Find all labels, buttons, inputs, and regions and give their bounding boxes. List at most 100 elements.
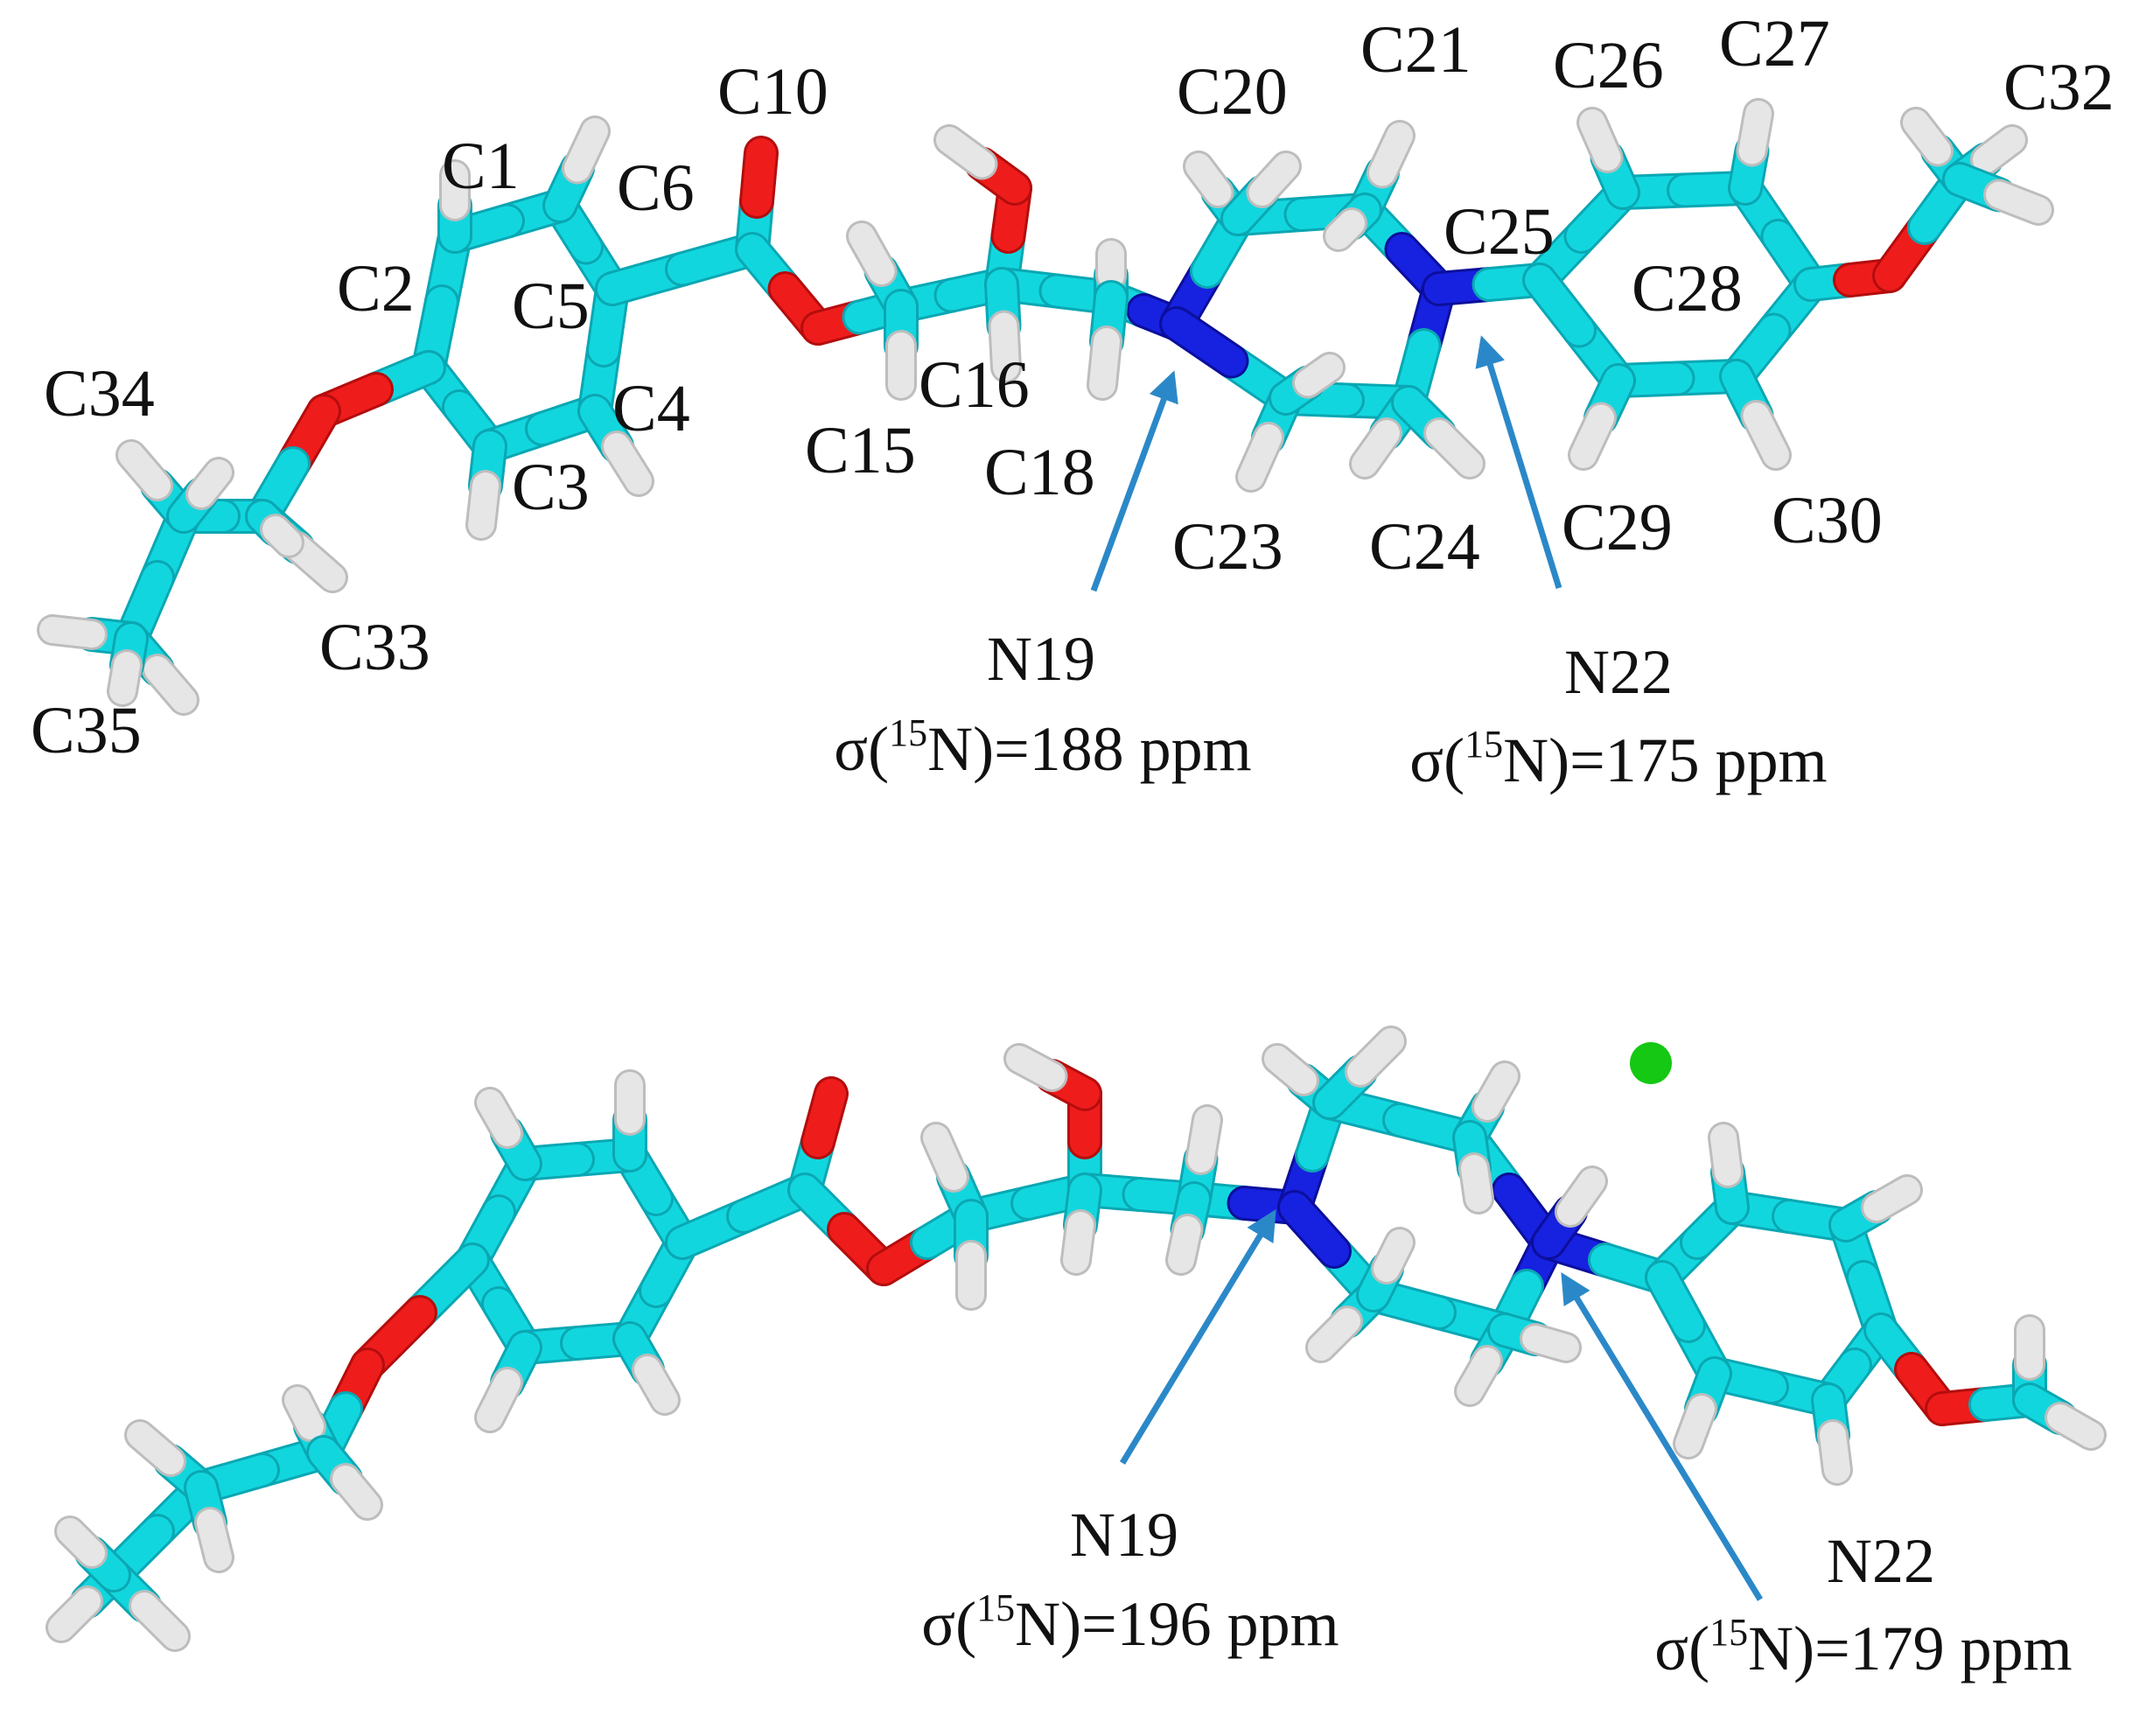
top-bond-c30-h30-b: [1743, 402, 1789, 468]
top-bond-c4-h4-b: [604, 433, 652, 494]
top-bond-c6-h6-b: [564, 118, 608, 182]
bottom-bond-b4-bh4-b: [634, 1356, 678, 1413]
bottom-bond-bn22-bhN-b: [1557, 1168, 1605, 1225]
atom-label-c2: C2: [337, 252, 415, 326]
callout-n19-top-shift: σ(15N)=188 ppm: [834, 711, 1251, 784]
atom-label-c26: C26: [1553, 29, 1664, 102]
callout-n22-bottom-shift: σ(15N)=179 ppm: [1654, 1611, 2072, 1684]
bottom-bond-b18-bh18a-b: [1187, 1107, 1220, 1172]
top-bond-c20-h20b-b: [1248, 153, 1299, 206]
bottom-bond-b29-bh29-b: [1675, 1396, 1715, 1457]
bottom-bond-b26-bh26-b: [1710, 1124, 1741, 1186]
bottom-bond-b24-bh24a-b: [1457, 1348, 1500, 1404]
bottom-molecule-panel: N19 σ(15N)=196 ppm N22 σ(15N)=179 ppm: [45, 1026, 2107, 1684]
top-bond-c21-h21b-b: [1325, 210, 1365, 249]
atom-label-c20: C20: [1177, 55, 1288, 129]
top-bond-c18-h18b-b: [1089, 328, 1120, 398]
bottom-bond-b23-bh23b-b: [1374, 1229, 1413, 1282]
bottom-shielding-callouts: N19 σ(15N)=196 ppm N22 σ(15N)=179 ppm: [921, 1209, 2073, 1684]
callout-n22-top-shift: σ(15N)=175 ppm: [1409, 723, 1827, 795]
top-bond-c34-h34b-b: [188, 459, 232, 508]
atom-label-c34: C34: [44, 357, 155, 430]
bottom-bond-b35-bh35a-b: [48, 1588, 101, 1641]
top-bond-c20-h20a-b: [1185, 153, 1232, 206]
callout-n19-bottom-name: N19: [1070, 1500, 1178, 1570]
top-bond-c29-c25-b: [1525, 265, 1594, 346]
top-bond-c23-h23b-b: [1295, 354, 1343, 396]
atom-label-c18: C18: [984, 436, 1095, 509]
atom-label-c21: C21: [1360, 13, 1471, 87]
top-bond-c32-h32b-b: [1973, 127, 2025, 173]
callout-n19-bottom-shift: σ(15N)=196 ppm: [921, 1586, 1339, 1659]
bottom-bond-b1-bh1-b: [477, 1089, 521, 1146]
top-bond-c26-h26-b: [1579, 109, 1621, 171]
bottom-bond-b34-bh34b-b: [197, 1509, 232, 1571]
bottom-bond-b33-bh33b-b: [332, 1466, 381, 1518]
top-bond-c35-h35c-b: [109, 652, 140, 704]
top-bond-c35-h35a-b: [39, 617, 105, 648]
atom-label-c3: C3: [512, 451, 590, 524]
top-molecule-bonds: [37, 98, 2054, 716]
bottom-bond-b21-bh21b-b: [1461, 1155, 1492, 1212]
top-bond-c15-h15a-b: [849, 223, 895, 284]
top-bond-c23-h23a-b: [1238, 424, 1282, 490]
arrow-n22-bottom: [1561, 1272, 1763, 1601]
bottom-bond-b10-bo10-b: [803, 1079, 846, 1157]
atom-label-c5: C5: [512, 270, 590, 343]
top-bond-c23-n19-b: [1162, 309, 1247, 376]
arrow-n19-bottom: [1120, 1209, 1276, 1465]
atom-label-c6: C6: [617, 151, 695, 225]
callout-n19-top-name: N19: [987, 624, 1095, 694]
arrow-n22-top: [1475, 335, 1562, 590]
bottom-bond-b27-bh27-b: [1863, 1177, 1920, 1221]
atom-label-c23: C23: [1172, 510, 1283, 584]
top-bond-c34-h34a-b: [118, 442, 171, 499]
bottom-bond-b23-bn19-b: [1280, 1193, 1349, 1266]
bottom-bond-b21-bh21a-b: [1474, 1063, 1518, 1120]
callout-n22-top-name: N22: [1564, 637, 1673, 707]
atom-label-c30: C30: [1772, 484, 1883, 557]
atom-label-c25: C25: [1443, 195, 1555, 269]
atom-label-c32: C32: [2003, 51, 2115, 124]
bottom-bond-b33-bh33a-b: [284, 1387, 324, 1439]
bottom-bond-b20-bh20a-b: [1264, 1046, 1317, 1094]
top-bond-c32-h32a-b: [1903, 109, 1951, 164]
bottom-bond-b35-bh35c-b: [57, 1518, 105, 1566]
atom-label-c16: C16: [919, 348, 1030, 422]
bottom-bond-b34-bh34a-b: [127, 1422, 184, 1474]
bottom-bond-b23-bh23a-b: [1308, 1308, 1360, 1361]
atom-label-c27: C27: [1719, 7, 1830, 80]
bottom-bond-bo16-boh-b: [1006, 1046, 1066, 1089]
bottom-bond-b29-b25-b: [1647, 1263, 1703, 1340]
atom-label-c35: C35: [31, 694, 142, 767]
atom-label-c4: C4: [612, 372, 690, 445]
atom-label-c33: C33: [319, 611, 430, 684]
arrow-n19-top: [1090, 370, 1178, 592]
atom-label-c1: C1: [442, 130, 520, 203]
top-bond-c33-h33b-b: [262, 516, 302, 556]
bottom-bond-b30-bh30-b: [1820, 1422, 1850, 1483]
top-bond-c29-h29-b: [1570, 404, 1614, 468]
top-bond-c21-h21a-b: [1369, 122, 1413, 186]
bottom-bond-b16-bh16-b: [1063, 1212, 1094, 1273]
atom-label-c24: C24: [1369, 510, 1480, 584]
chloride-ion: [1630, 1042, 1672, 1084]
bottom-bond-b24-bh24b-b: [1522, 1326, 1579, 1361]
atom-label-c28: C28: [1632, 252, 1743, 326]
bottom-bond-b35-bh35b-b: [131, 1592, 188, 1649]
top-bond-c27-h27-b: [1738, 101, 1772, 164]
top-bond-c24-h24b-b: [1426, 420, 1483, 477]
bottom-bond-b20-bh20b-b: [1347, 1028, 1404, 1085]
top-bond-c16-h16-b: [990, 312, 1019, 381]
top-bond-c24-h24a-b: [1352, 420, 1400, 477]
bottom-bond-b15-bh15a-b: [923, 1124, 967, 1190]
bottom-bond-b3-bh3-b: [477, 1369, 521, 1431]
atom-label-c15: C15: [805, 414, 916, 487]
top-bond-c35-h35b-b: [144, 656, 197, 713]
top-bond-c33-h33a-b: [284, 534, 346, 591]
bottom-bond-b32-bh32b-b: [2047, 1404, 2104, 1448]
top-bond-c10-o10-b: [742, 138, 776, 216]
